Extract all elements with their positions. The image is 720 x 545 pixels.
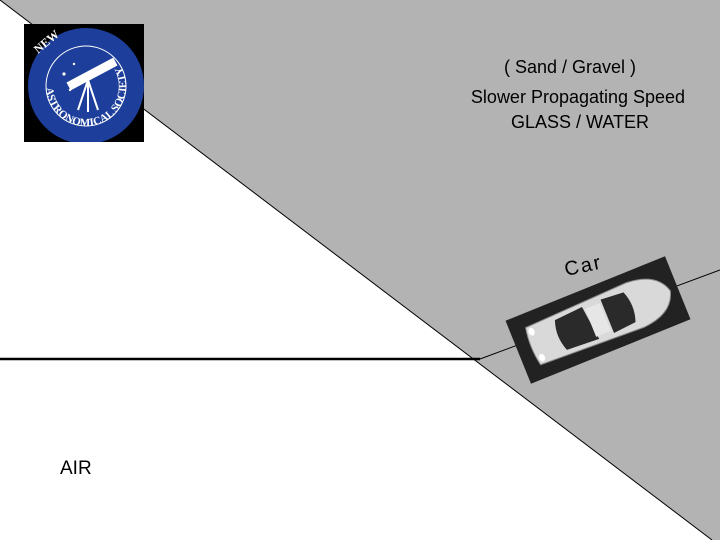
medium-type-label: ( Sand / Gravel ) [503,57,637,77]
medium-examples-label: GLASS / WATER [510,112,650,132]
car-icon [505,256,691,384]
society-logo: NEW ASTRONOMICAL SOCIETY [24,24,144,144]
air-label: AIR [60,458,92,479]
telescope-icon [66,57,118,112]
medium-speed-label: Slower Propagating Speed [470,87,686,107]
